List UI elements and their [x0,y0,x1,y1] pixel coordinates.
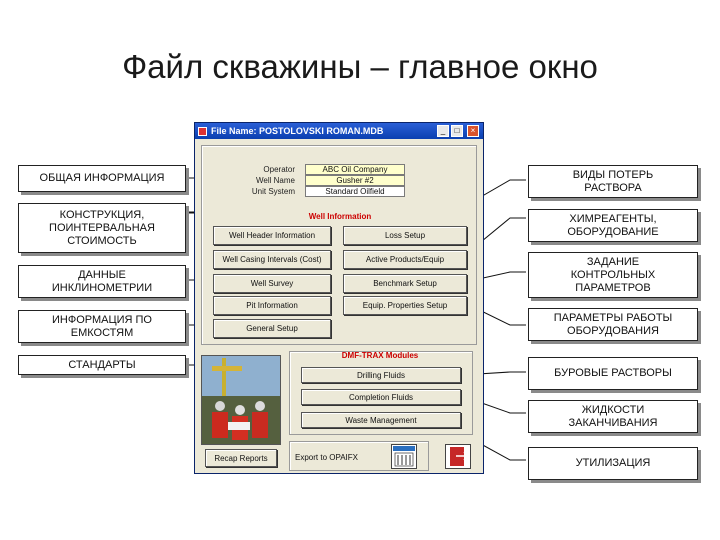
well-name-label: Well Name [256,176,295,185]
callout-control-params: ЗАДАНИЕ КОНТРОЛЬНЫХ ПАРАМЕТРОВ [528,252,698,298]
loss-setup-button[interactable]: Loss Setup [343,226,467,245]
recap-reports-button[interactable]: Recap Reports [205,449,277,467]
completion-fluids-button[interactable]: Completion Fluids [301,389,461,405]
operator-field[interactable]: ABC Oil Company [305,164,405,175]
callout-inclinometry: ДАННЫЕ ИНКЛИНОМЕТРИИ [18,265,186,298]
app-window: File Name: POSTOLOVSKI ROMAN.MDB _ □ × O… [194,122,484,474]
callout-equip-params: ПАРАМЕТРЫ РАБОТЫ ОБОРУДОВАНИЯ [528,308,698,341]
benchmark-setup-button[interactable]: Benchmark Setup [343,274,467,293]
callout-tanks-info: ИНФОРМАЦИЯ ПО ЕМКОСТЯМ [18,310,186,343]
drilling-fluids-button[interactable]: Drilling Fluids [301,367,461,383]
exit-icon[interactable] [445,444,471,469]
well-name-field[interactable]: Gusher #2 [305,175,405,186]
app-icon [198,126,207,136]
callout-general-info: ОБЩАЯ ИНФОРМАЦИЯ [18,165,186,192]
well-header-button[interactable]: Well Header Information [213,226,331,245]
window-titlebar[interactable]: File Name: POSTOLOVSKI ROMAN.MDB [195,123,483,139]
modules-panel [289,351,473,435]
callout-drilling-fluids: БУРОВЫЕ РАСТВОРЫ [528,357,698,390]
callout-chemicals-equipment: ХИМРЕАГЕНТЫ, ОБОРУДОВАНИЕ [528,209,698,242]
callout-construction-cost: КОНСТРУКЦИЯ, ПОИНТЕРВАЛЬНАЯ СТОИМОСТЬ [18,203,186,253]
export-panel [289,441,429,471]
unit-system-field[interactable]: Standard Oilfield [305,186,405,197]
slide-title: Файл скважины – главное окно [122,48,598,85]
window-title: File Name: POSTOLOVSKI ROMAN.MDB [211,126,384,136]
general-setup-button[interactable]: General Setup [213,319,331,338]
callout-standards: СТАНДАРТЫ [18,355,186,375]
callout-loss-types: ВИДЫ ПОТЕРЬ РАСТВОРА [528,165,698,198]
opaifx-logo-icon [393,446,415,467]
minimize-button[interactable]: _ [437,125,449,137]
well-casing-button[interactable]: Well Casing Intervals (Cost) [213,250,331,269]
operator-label: Operator [263,165,295,174]
exit-door-icon [450,447,470,466]
maximize-button[interactable]: □ [451,125,463,137]
crew-photo [201,355,281,445]
export-label: Export to OPAIFX [295,453,358,462]
well-survey-button[interactable]: Well Survey [213,274,331,293]
unit-system-label: Unit System [251,187,295,196]
callout-completion-fluids: ЖИДКОСТИ ЗАКАНЧИВАНИЯ [528,400,698,433]
callout-waste: УТИЛИЗАЦИЯ [528,447,698,480]
equip-properties-button[interactable]: Equip. Properties Setup [343,296,467,315]
modules-title: DMF-TRAX Modules [341,351,419,360]
well-information-title: Well Information [308,212,372,221]
active-products-button[interactable]: Active Products/Equip [343,250,467,269]
waste-management-button[interactable]: Waste Management [301,412,461,428]
well-panel [201,145,477,345]
opaifx-logo[interactable] [391,444,417,469]
close-button[interactable]: × [467,125,479,137]
crew-photo-image [202,356,280,444]
pit-information-button[interactable]: Pit Information [213,296,331,315]
